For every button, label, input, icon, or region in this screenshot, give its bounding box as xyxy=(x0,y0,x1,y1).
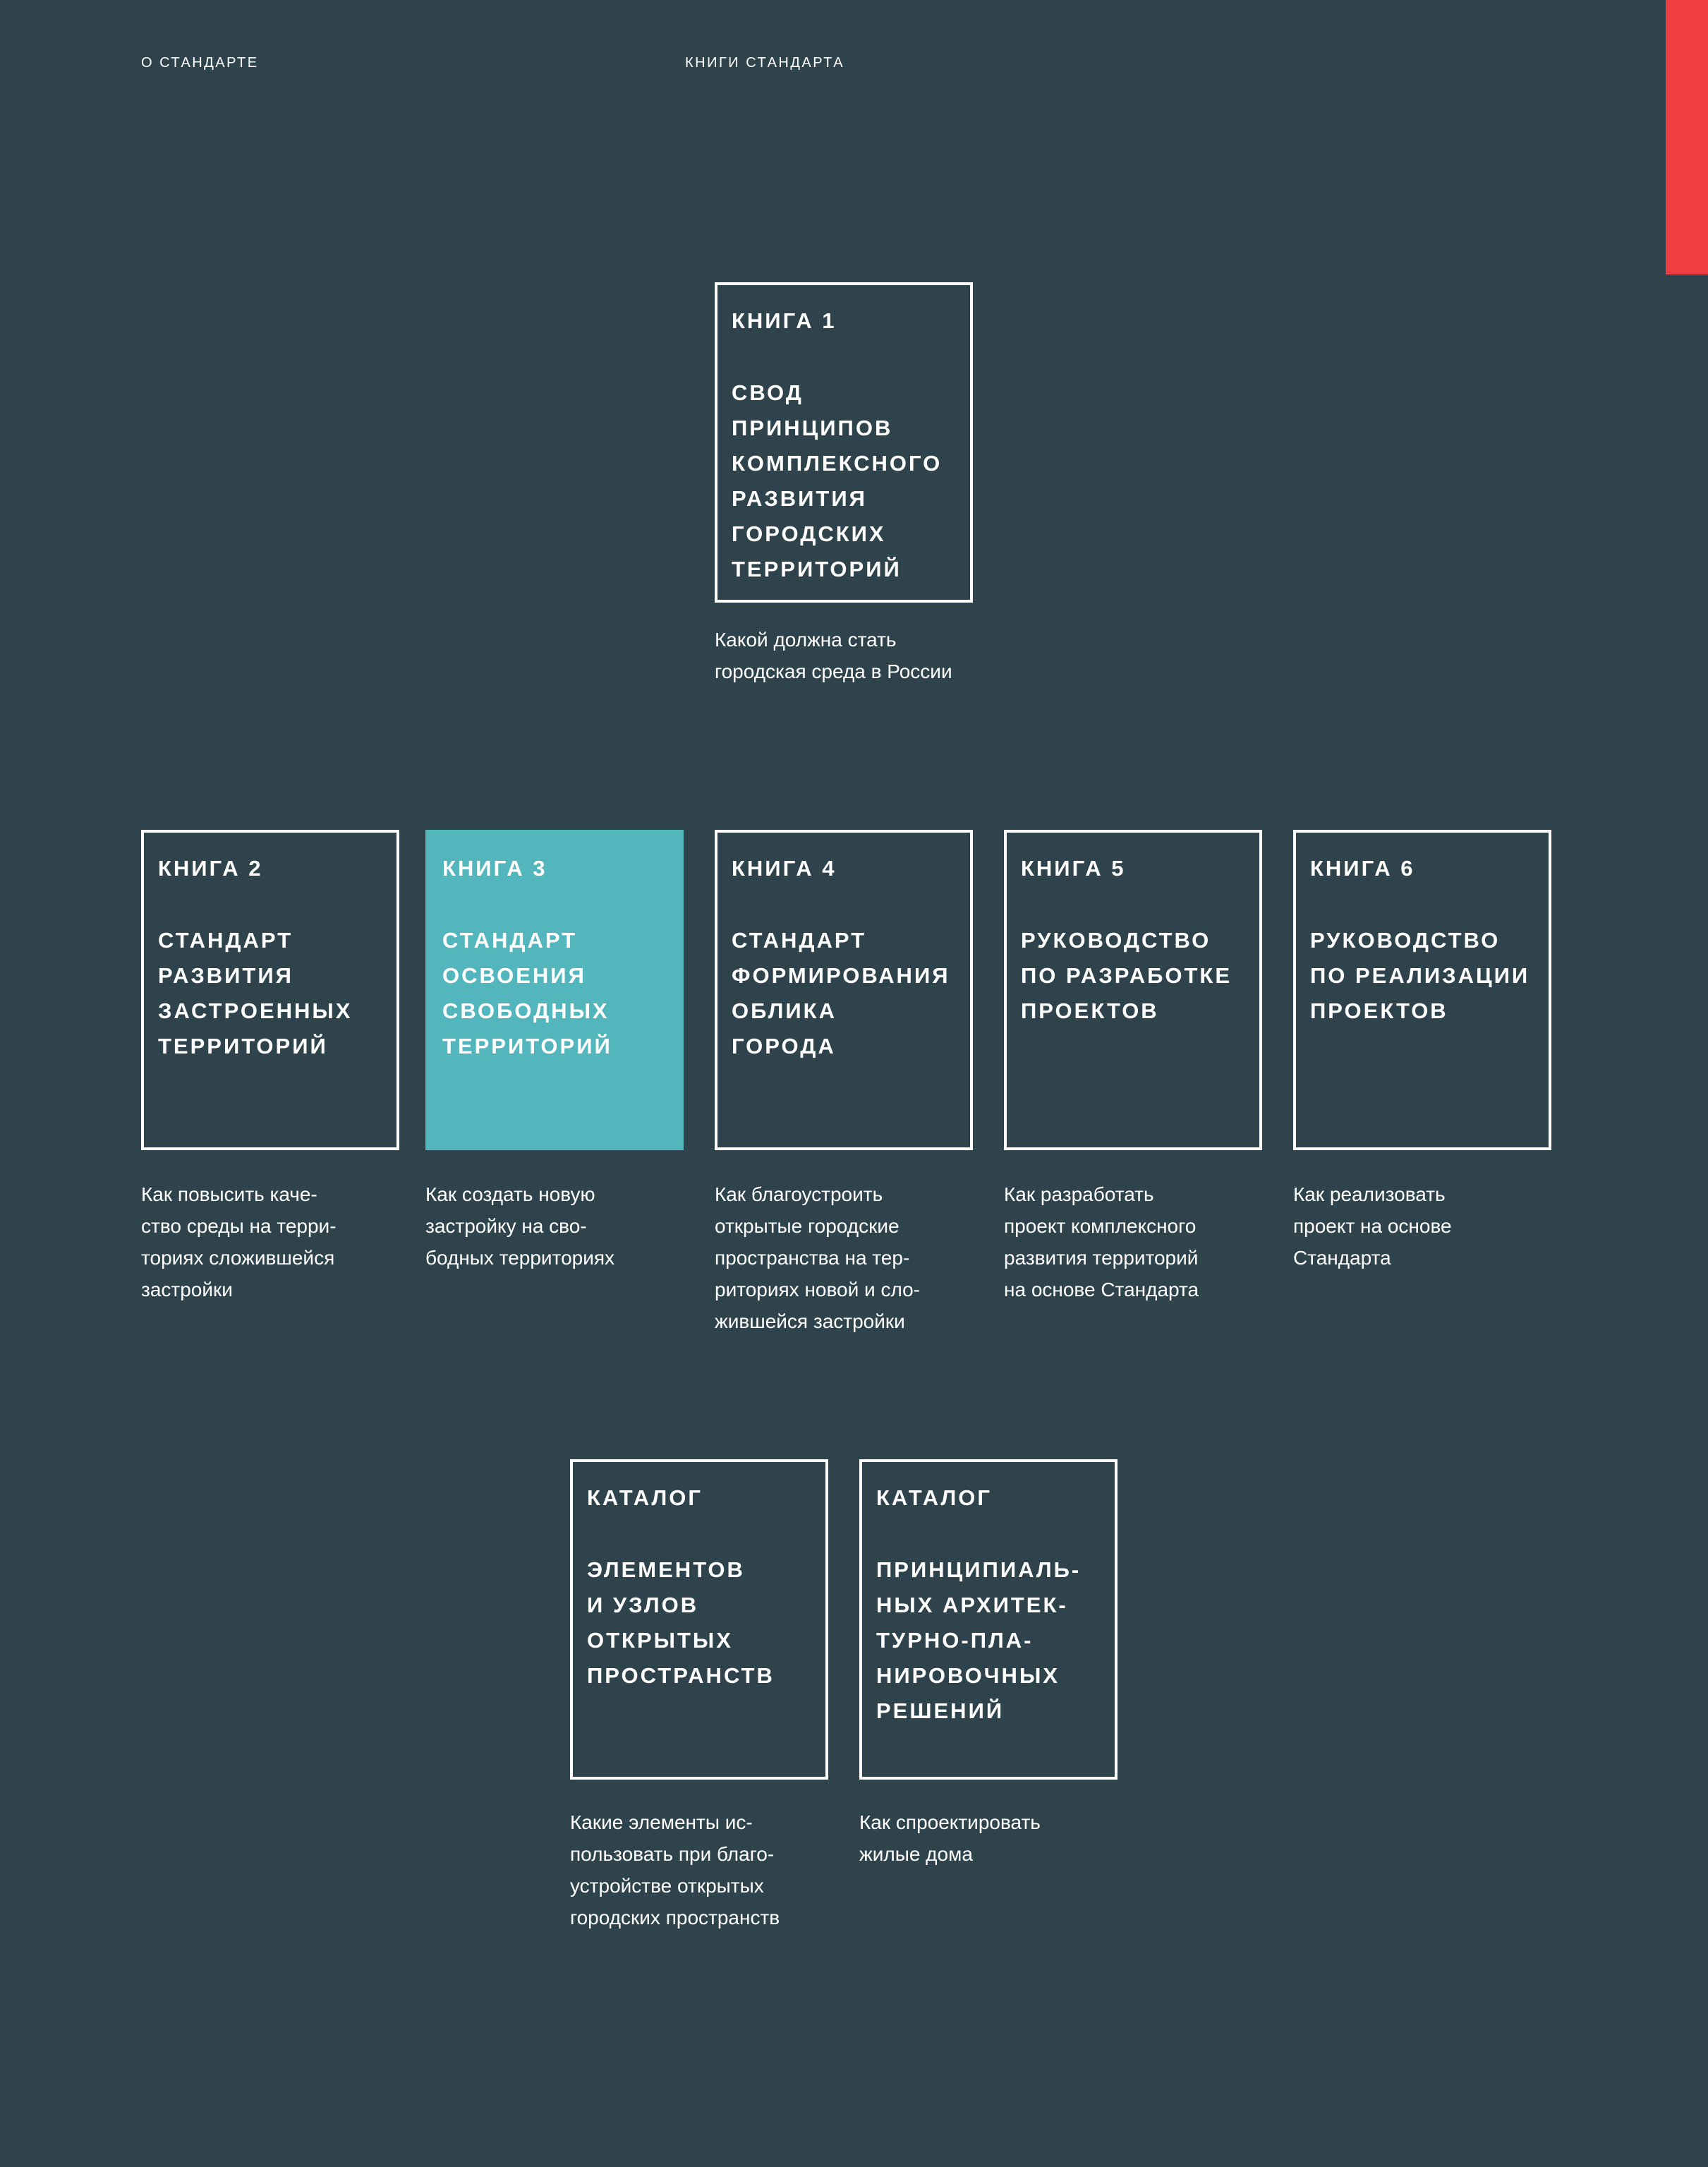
catalog-2-caption: Как спроектировать жилые дома xyxy=(859,1811,1041,1865)
catalog-2-label: КАТАЛОГ xyxy=(876,1485,992,1510)
header-page-title: КНИГИ СТАНДАРТА xyxy=(685,55,845,71)
book-5-number: КНИГА 5 xyxy=(1021,856,1126,881)
header-section-label: О СТАНДАРТЕ xyxy=(141,55,259,71)
red-accent-bar xyxy=(1666,0,1708,274)
book-1-caption: Какой должна стать городская среда в Рос… xyxy=(715,629,952,682)
book-4-card: КНИГА 4 СТАНДАРТ ФОРМИРОВАНИЯ ОБЛИКА ГОР… xyxy=(715,830,973,1150)
book-4-caption: Как благоустроить открытые городские про… xyxy=(715,1183,921,1332)
book-5-caption: Как разработать проект комплексного разв… xyxy=(1004,1183,1199,1300)
catalog-1-card: КАТАЛОГ ЭЛЕМЕНТОВ И УЗЛОВ ОТКРЫТЫХ ПРОСТ… xyxy=(570,1459,828,1780)
catalog-2-card: КАТАЛОГ ПРИНЦИПИАЛЬ- НЫХ АРХИТЕК- ТУРНО-… xyxy=(859,1459,1118,1780)
catalog-1-caption: Какие элементы ис- пользовать при благо-… xyxy=(570,1811,780,1928)
book-6-card: КНИГА 6 РУКОВОДСТВО ПО РЕАЛИЗАЦИИ ПРОЕКТ… xyxy=(1293,830,1551,1150)
book-2-caption: Как повысить каче- ство среды на терри- … xyxy=(141,1183,337,1300)
book-6-number: КНИГА 6 xyxy=(1310,856,1415,881)
book-4-number: КНИГА 4 xyxy=(732,856,837,881)
book-2-card: КНИГА 2 СТАНДАРТ РАЗВИТИЯ ЗАСТРОЕННЫХ ТЕ… xyxy=(141,830,399,1150)
book-3-number: КНИГА 3 xyxy=(442,856,547,881)
book-6-caption: Как реализовать проект на основе Стандар… xyxy=(1293,1183,1452,1269)
book-6-title: РУКОВОДСТВО ПО РЕАЛИЗАЦИИ ПРОЕКТОВ xyxy=(1310,928,1530,1023)
book-4-title: СТАНДАРТ ФОРМИРОВАНИЯ ОБЛИКА ГОРОДА xyxy=(732,928,950,1058)
book-2-number: КНИГА 2 xyxy=(158,856,263,881)
book-2-title: СТАНДАРТ РАЗВИТИЯ ЗАСТРОЕННЫХ ТЕРРИТОРИЙ xyxy=(158,928,353,1058)
book-3-title: СТАНДАРТ ОСВОЕНИЯ СВОБОДНЫХ ТЕРРИТОРИЙ xyxy=(442,928,612,1058)
book-5-title: РУКОВОДСТВО ПО РАЗРАБОТКЕ ПРОЕКТОВ xyxy=(1021,928,1232,1023)
book-1-card: КНИГА 1 СВОД ПРИНЦИПОВ КОМПЛЕКСНОГО РАЗВ… xyxy=(715,282,973,603)
catalog-1-label: КАТАЛОГ xyxy=(587,1485,703,1510)
catalog-1-title: ЭЛЕМЕНТОВ И УЗЛОВ ОТКРЫТЫХ ПРОСТРАНСТВ xyxy=(587,1557,775,1688)
catalog-2-title: ПРИНЦИПИАЛЬ- НЫХ АРХИТЕК- ТУРНО-ПЛА- НИР… xyxy=(876,1557,1082,1723)
book-3-card-highlighted: КНИГА 3 СТАНДАРТ ОСВОЕНИЯ СВОБОДНЫХ ТЕРР… xyxy=(425,830,684,1150)
book-1-title: СВОД ПРИНЦИПОВ КОМПЛЕКСНОГО РАЗВИТИЯ ГОР… xyxy=(732,380,943,581)
book-5-card: КНИГА 5 РУКОВОДСТВО ПО РАЗРАБОТКЕ ПРОЕКТ… xyxy=(1004,830,1262,1150)
book-1-number: КНИГА 1 xyxy=(732,308,837,333)
book-3-caption: Как создать новую застройку на сво- бодн… xyxy=(425,1183,615,1269)
